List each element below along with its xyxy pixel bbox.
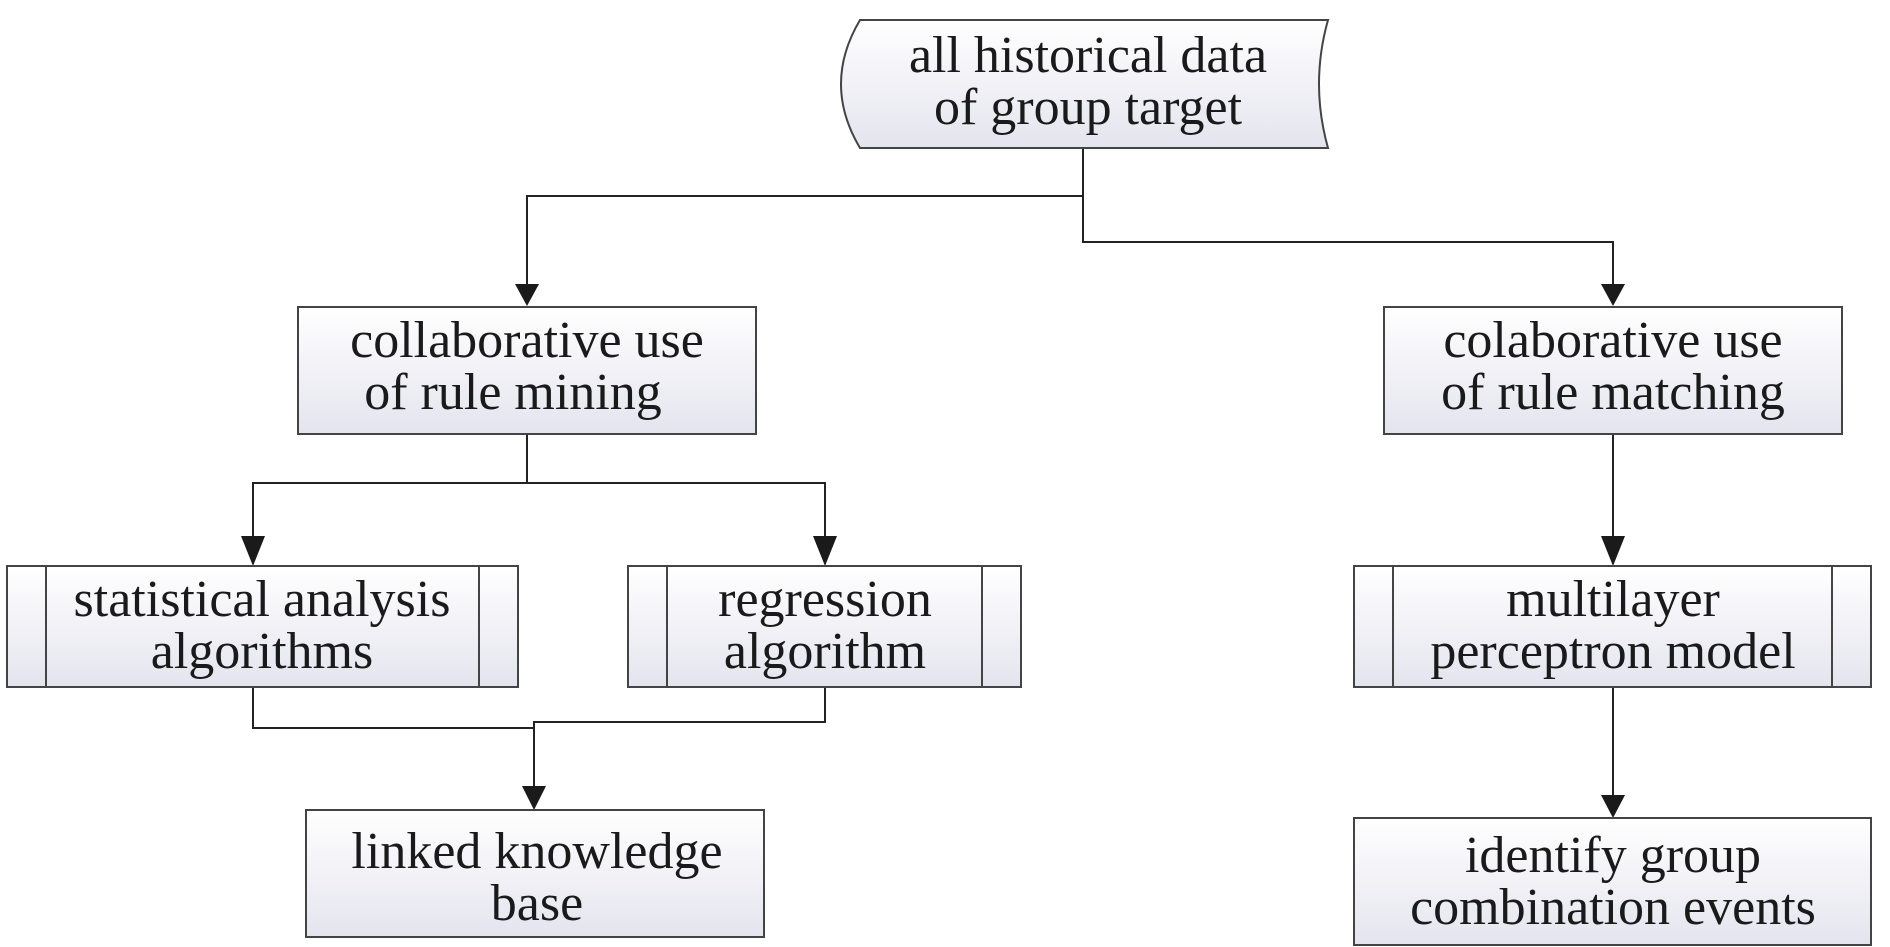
node-knowledge: linked knowledge base: [305, 809, 765, 938]
matching-box: [1383, 306, 1843, 435]
connector-source-to-matching: [1082, 196, 1614, 288]
arrowhead-identify: [1601, 795, 1625, 818]
source-label-line2: of group target: [934, 79, 1243, 136]
matching-label-line2: of rule matching: [1441, 364, 1785, 421]
mlp-box: [1353, 565, 1872, 688]
connector-mining-split: [252, 433, 528, 540]
mlp-label-line1: multilayer: [1506, 571, 1720, 628]
mining-label-line2: of rule mining: [364, 364, 662, 421]
knowledge-label-line1: linked knowledge: [351, 823, 722, 880]
arrowhead-statistical: [241, 536, 265, 566]
regression-label-line1: regression: [718, 571, 932, 628]
connector-source-to-mining: [526, 148, 1084, 288]
statistical-label-line1: statistical analysis: [74, 571, 451, 628]
arrowhead-regression: [813, 536, 837, 566]
statistical-label-line2: algorithms: [151, 623, 373, 680]
node-identify: identify group combination events: [1353, 817, 1872, 946]
arrowhead-matching: [1601, 284, 1625, 306]
knowledge-box: [305, 809, 765, 938]
identify-label-line2: combination events: [1410, 879, 1816, 936]
node-statistical: statistical analysis algorithms: [6, 565, 519, 688]
regression-label-line2: algorithm: [724, 623, 926, 680]
identify-label-line1: identify group: [1465, 827, 1761, 884]
statistical-box: [6, 565, 519, 688]
node-matching: colaborative use of rule matching: [1383, 306, 1843, 435]
arrowhead-knowledge: [522, 786, 546, 810]
connectors: [252, 148, 1614, 797]
arrowhead-mining: [515, 284, 539, 306]
connector-regression-merge: [533, 687, 826, 788]
source-label-line1: all historical data: [909, 27, 1267, 84]
regression-box: [627, 565, 1022, 688]
connector-statistical-merge: [252, 687, 534, 729]
node-mining: collaborative use of rule mining: [297, 306, 757, 435]
mining-box: [297, 306, 757, 435]
knowledge-label-line2: base: [491, 875, 583, 932]
node-source: all historical data of group target: [840, 19, 1330, 149]
arrowheads: [241, 284, 1625, 818]
mining-label-line1: collaborative use: [350, 312, 704, 369]
source-shape: [840, 19, 1330, 149]
matching-label-line1: colaborative use: [1443, 312, 1782, 369]
mlp-label-line2: perceptron model: [1430, 623, 1795, 680]
connector-mining-to-regression: [527, 482, 826, 540]
node-mlp: multilayer perceptron model: [1353, 565, 1872, 688]
node-regression: regression algorithm: [627, 565, 1022, 688]
identify-box: [1353, 817, 1872, 946]
arrowhead-mlp: [1601, 536, 1625, 566]
